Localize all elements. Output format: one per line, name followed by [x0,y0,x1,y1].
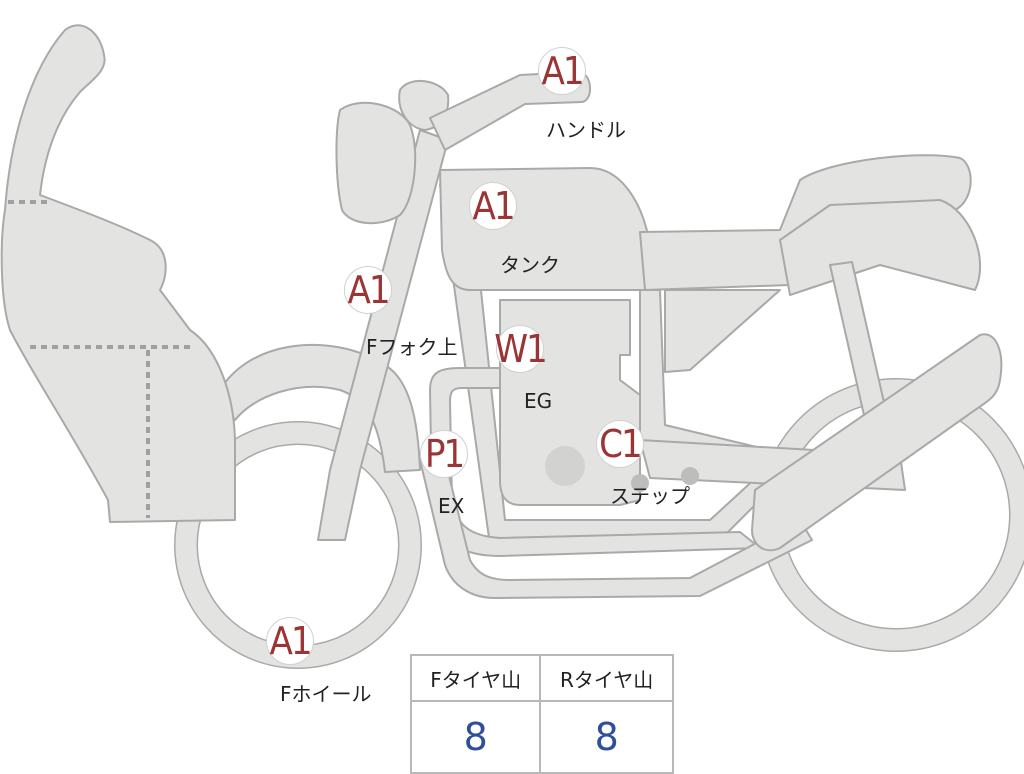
rear-tire-value: 8 [539,700,674,774]
tire-tread-table: Fタイヤ山 Rタイヤ山 8 8 [409,654,674,774]
front-tire-value: 8 [409,700,542,774]
tank-grade-badge: A1 [469,182,517,230]
engine-grade-badge: W1 [494,325,548,373]
handle-grade: A1 [541,49,584,93]
wheel-grade: A1 [269,619,312,663]
headlight [335,101,417,225]
tank-grade: A1 [472,184,515,228]
rear-tire-header: Rタイヤ山 [539,654,674,702]
engine-label: EG [524,389,553,413]
exhaust-label: EX [438,494,465,518]
step-grade: C1 [599,422,643,466]
front-fairing [0,24,236,523]
engine-cover [545,446,585,486]
step-grade-badge: C1 [596,420,644,468]
wheel-label: Fホイール [280,682,372,706]
exhaust-grade-badge: P1 [420,430,468,478]
side-cover [664,289,781,373]
engine-grade: W1 [494,327,548,371]
exhaust-grade: P1 [424,432,465,476]
wheel-grade-badge: A1 [266,617,314,665]
fork-grade: A1 [347,268,390,312]
fork-grade-badge: A1 [344,266,392,314]
tail-cowl [779,199,981,296]
fork-label: Fフォク上 [366,335,458,359]
handle-grade-badge: A1 [538,47,586,95]
muffler [751,333,1003,552]
handle-label: ハンドル [546,118,626,142]
tank-label: タンク [500,253,560,277]
step-label: ステップ [610,484,690,508]
front-tire-header: Fタイヤ山 [409,654,542,702]
